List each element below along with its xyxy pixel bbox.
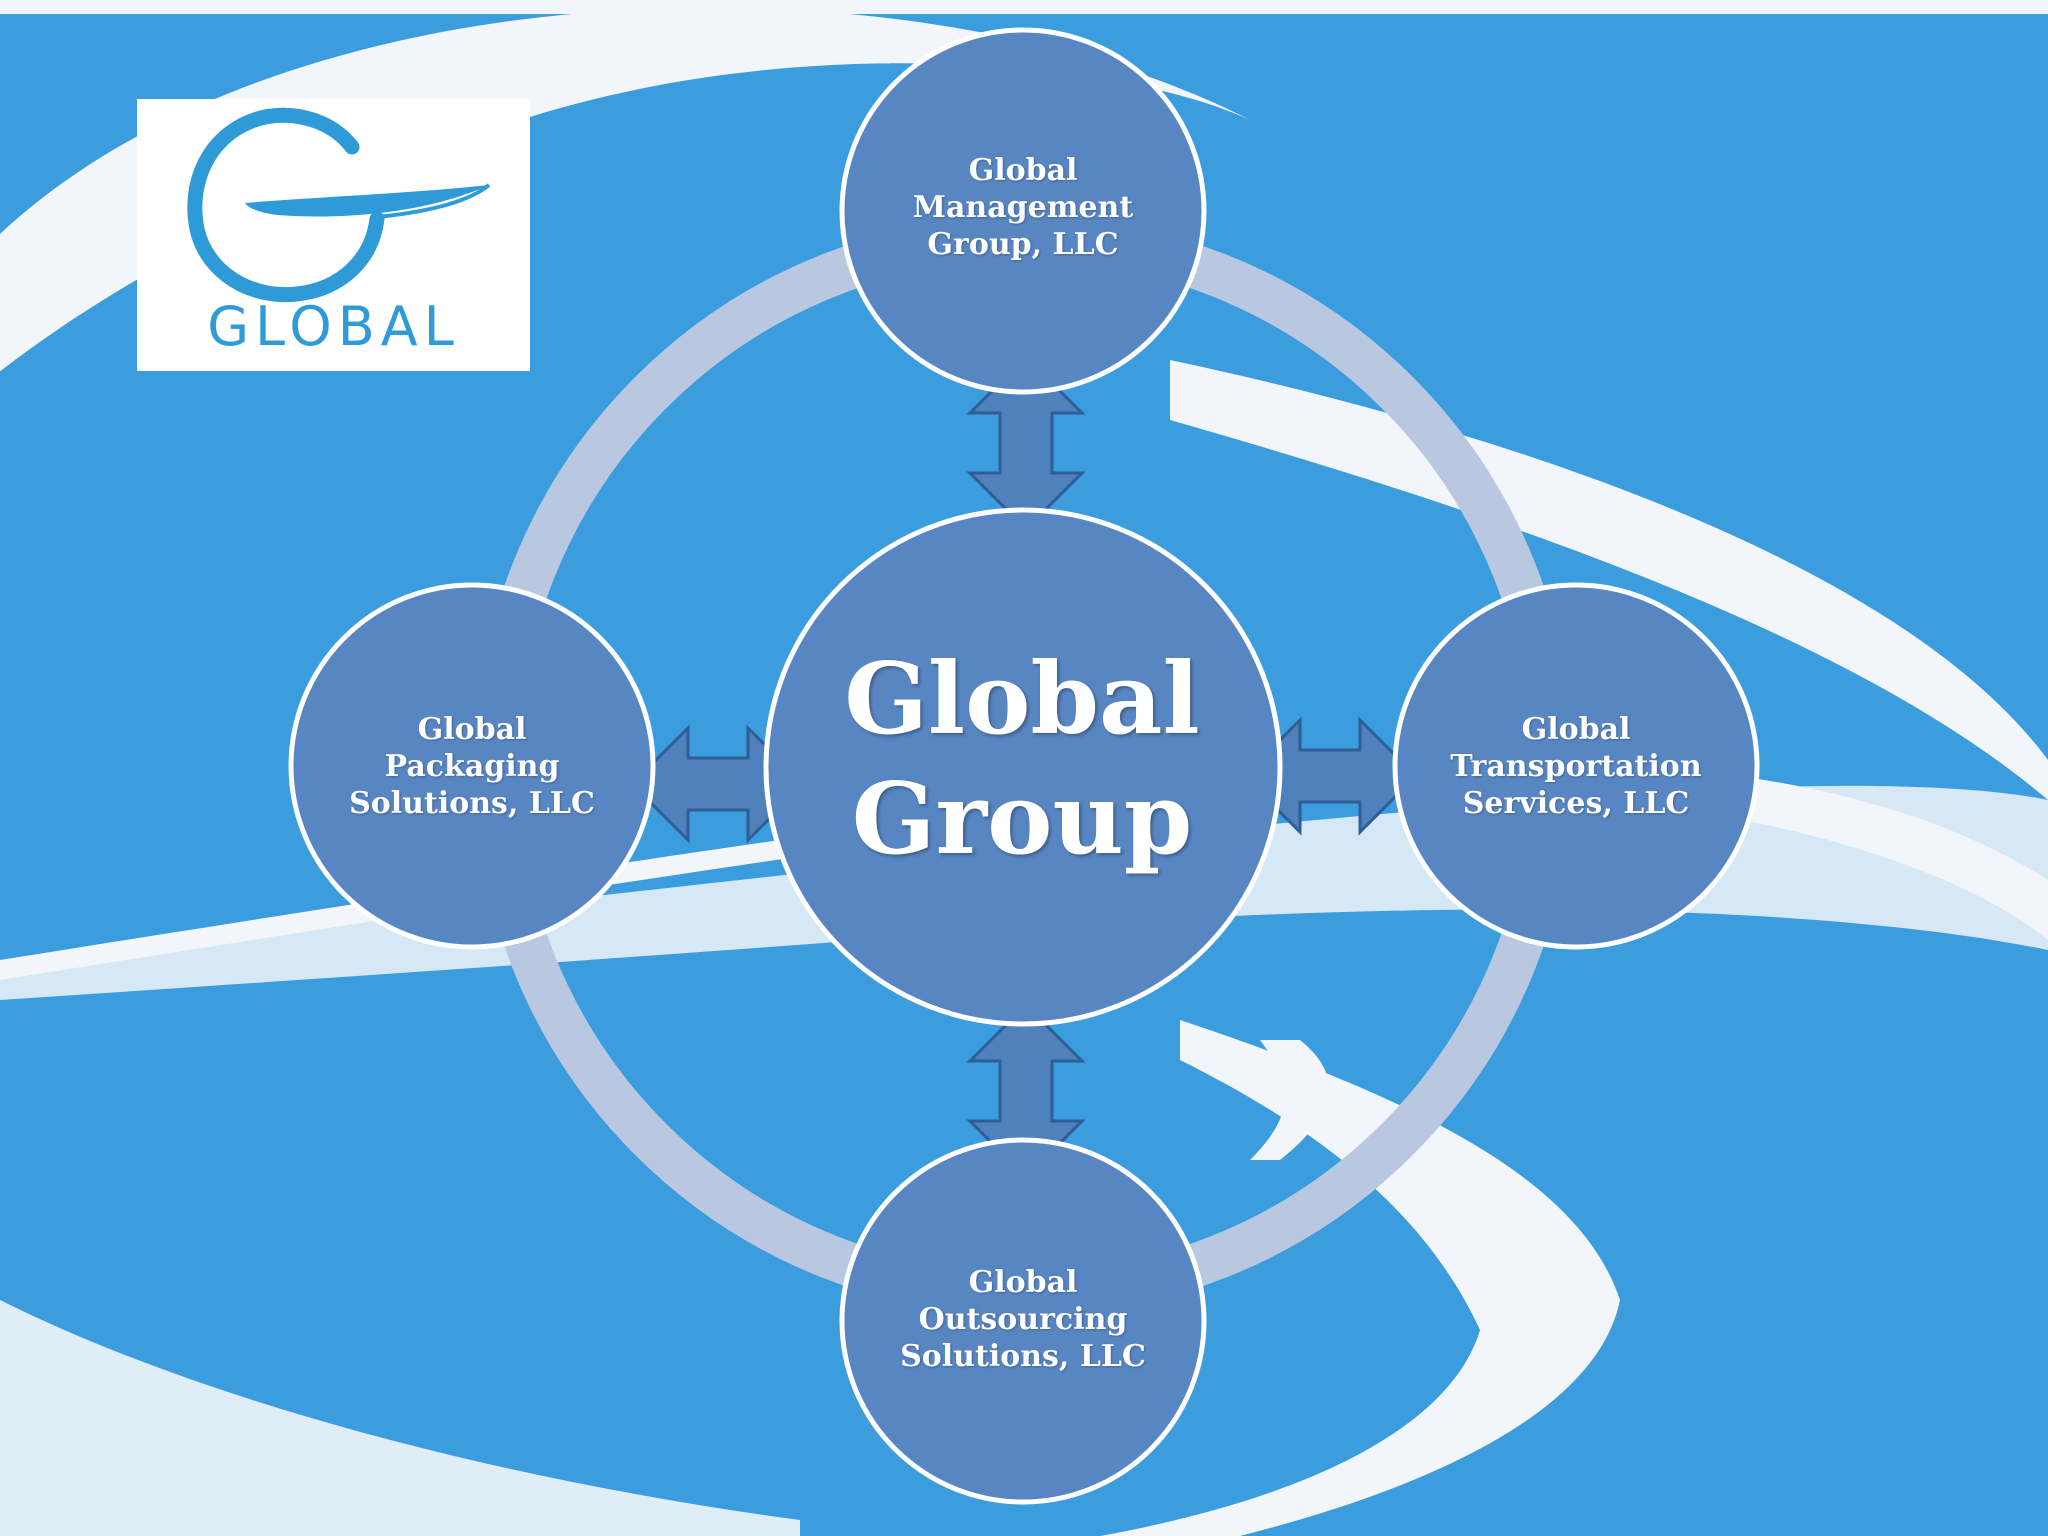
node-right-label: Global Transportation Services, LLC (1450, 712, 1702, 821)
node-bottom-circle (839, 1137, 1207, 1505)
center-circle (763, 507, 1283, 1027)
global-g-logo-icon (187, 107, 491, 303)
center-label: Global Group (844, 642, 1200, 877)
top-band (0, 0, 2048, 14)
node-top-label: Global Management Group, LLC (912, 153, 1134, 262)
global-logo: GLOBAL (137, 99, 530, 371)
node-bottom-label: Global Outsourcing Solutions, LLC (900, 1265, 1146, 1374)
node-right-circle (1392, 582, 1760, 950)
logo-text: GLOBAL (207, 295, 460, 358)
node-left-label: Global Packaging Solutions, LLC (349, 712, 595, 821)
node-top-circle (839, 27, 1207, 395)
node-left-circle (288, 582, 656, 950)
